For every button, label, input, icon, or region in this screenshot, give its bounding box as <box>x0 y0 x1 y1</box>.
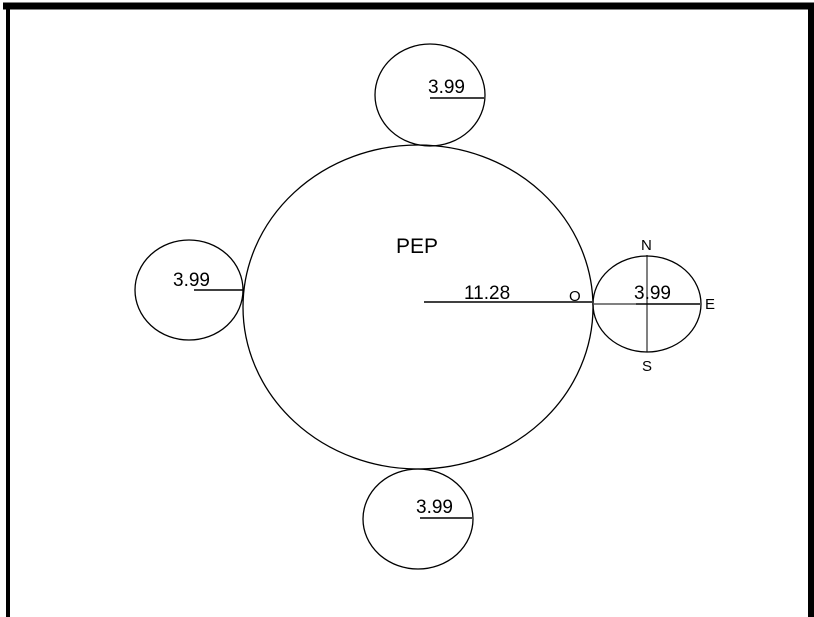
compass-west-label: O <box>569 288 581 305</box>
satellite-circle-top-label: 3.99 <box>428 77 465 98</box>
main-plot-label: PEP <box>396 235 438 258</box>
satellite-circle-left-label: 3.99 <box>173 270 210 291</box>
satellite-circle-right-label: 3.99 <box>634 283 671 304</box>
compass-north-label: N <box>641 237 652 254</box>
satellite-circle-bottom-label: 3.99 <box>416 497 453 518</box>
main-plot-circle <box>242 144 594 470</box>
satellite-circle-top: 3.99 <box>374 43 486 147</box>
diagram-frame <box>3 2 814 617</box>
compass-east-label: E <box>705 296 715 313</box>
satellite-circle-bottom-outline <box>362 468 474 570</box>
satellite-circle-left: 3.99 <box>134 239 244 341</box>
satellite-circle-top-outline <box>374 43 486 147</box>
satellite-circle-right: 3.99 N S E O <box>569 237 715 375</box>
satellite-circle-bottom: 3.99 <box>362 468 474 570</box>
compass-south-label: S <box>642 358 652 375</box>
main-radius-label: 11.28 <box>464 283 510 304</box>
